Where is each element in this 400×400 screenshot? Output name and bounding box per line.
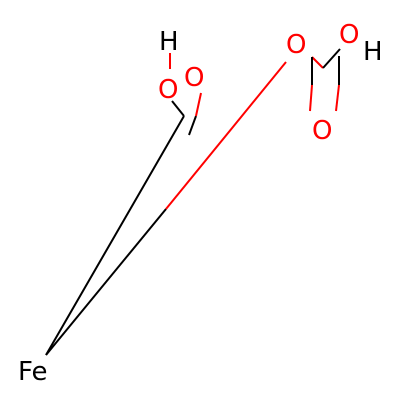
bond-upper-left-short: [171, 100, 185, 117]
bond-fe-right-red: [165, 61, 287, 210]
bond-right-o-to-c: [311, 56, 324, 69]
bond-right-c-to-oh: [322, 48, 341, 69]
atom-o-bridge: O: [286, 30, 306, 60]
bond-right-c-vert2: [309, 84, 313, 112]
atom-o-carbonyl-left: O: [184, 63, 204, 93]
bond-upper-left-carbonyl-black: [188, 115, 197, 136]
atom-o-hydroxyl: O: [158, 75, 178, 105]
atom-h-acid: H: [363, 37, 383, 67]
bond-upper-left-carbonyl-red: [195, 92, 202, 117]
atom-o-carbonyl-right: O: [312, 116, 332, 146]
atom-o-acid: O: [339, 20, 359, 50]
atom-fe: Fe: [18, 357, 48, 387]
bond-fe-right-black: [45, 208, 167, 356]
atom-h-hydroxyl: H: [159, 27, 179, 57]
bond-right-c-vert4: [335, 84, 340, 112]
bond-fe-upper-left: [45, 115, 185, 356]
